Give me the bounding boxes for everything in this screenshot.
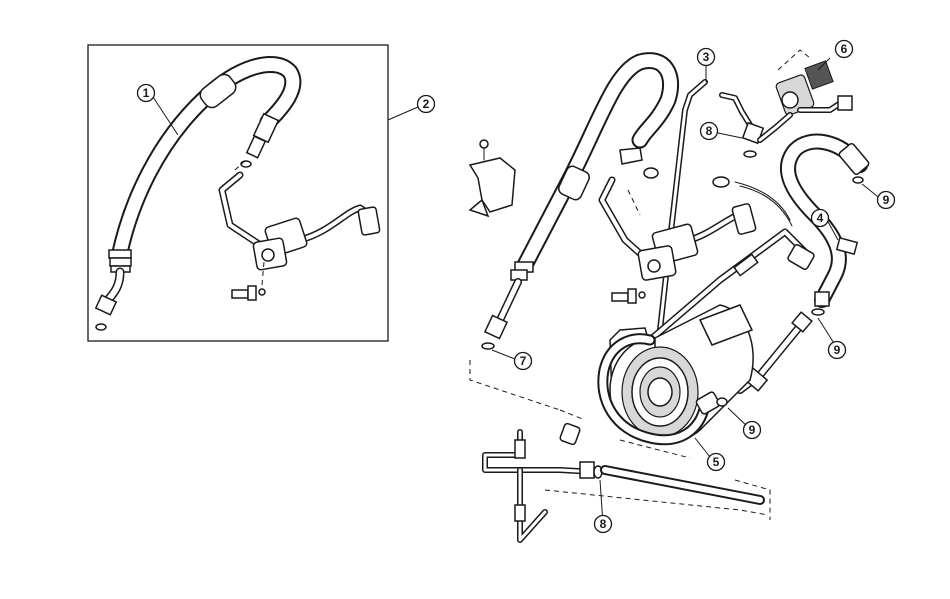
callout-8-lower: 8 [593, 514, 613, 534]
liquid-pipe [646, 228, 815, 394]
svg-text:9: 9 [883, 193, 890, 207]
pipe-block-inset [218, 157, 381, 301]
svg-text:9: 9 [834, 343, 841, 357]
compressor-5 [597, 304, 754, 446]
svg-text:3: 3 [703, 50, 710, 64]
callout-1: 1 [136, 83, 156, 103]
suction-hose [481, 52, 680, 350]
callout-9-middle: 9 [827, 340, 847, 360]
pressure-switch-6 [757, 49, 853, 143]
svg-text:6: 6 [841, 42, 848, 56]
callout-2: 2 [416, 94, 436, 114]
discharge-hose-4 [779, 133, 870, 316]
inset-panel [87, 44, 389, 342]
callout-5: 5 [706, 452, 726, 472]
svg-text:2: 2 [423, 97, 430, 111]
svg-text:5: 5 [713, 455, 720, 469]
callout-6: 6 [834, 39, 854, 59]
callout-3: 3 [696, 47, 716, 67]
svg-text:7: 7 [520, 354, 527, 368]
callout-4: 4 [810, 208, 830, 228]
pipe-block-main [598, 176, 757, 304]
svg-text:8: 8 [600, 517, 607, 531]
callout-8-upper: 8 [699, 121, 719, 141]
hose-assembly-1 [94, 56, 302, 331]
svg-text:4: 4 [817, 211, 824, 225]
callout-7: 7 [513, 351, 533, 371]
callout-9-upper: 9 [876, 190, 896, 210]
svg-text:9: 9 [749, 423, 756, 437]
mounting-bracket [468, 139, 516, 218]
svg-text:8: 8 [706, 124, 713, 138]
lower-pipework [469, 360, 771, 543]
small-fittings [627, 167, 793, 227]
svg-text:1: 1 [143, 86, 150, 100]
callout-9-lower: 9 [742, 420, 762, 440]
